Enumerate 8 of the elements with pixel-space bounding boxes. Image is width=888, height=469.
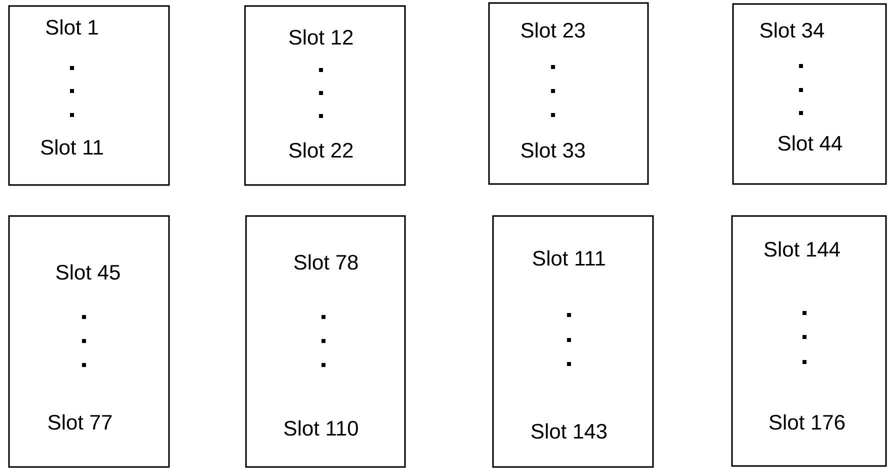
slot-box: Slot 111 Slot 143 xyxy=(492,215,654,468)
slot-box: Slot 12 Slot 22 xyxy=(244,5,406,186)
slot-box: Slot 34 Slot 44 xyxy=(732,3,887,185)
slot-box: Slot 144 Slot 176 xyxy=(731,215,887,467)
slot-box: Slot 45 Slot 77 xyxy=(8,215,170,468)
slot-box: Slot 78 Slot 110 xyxy=(245,215,406,468)
slot-box: Slot 1 Slot 11 xyxy=(8,5,170,186)
slot-box: Slot 23 Slot 33 xyxy=(488,2,649,185)
